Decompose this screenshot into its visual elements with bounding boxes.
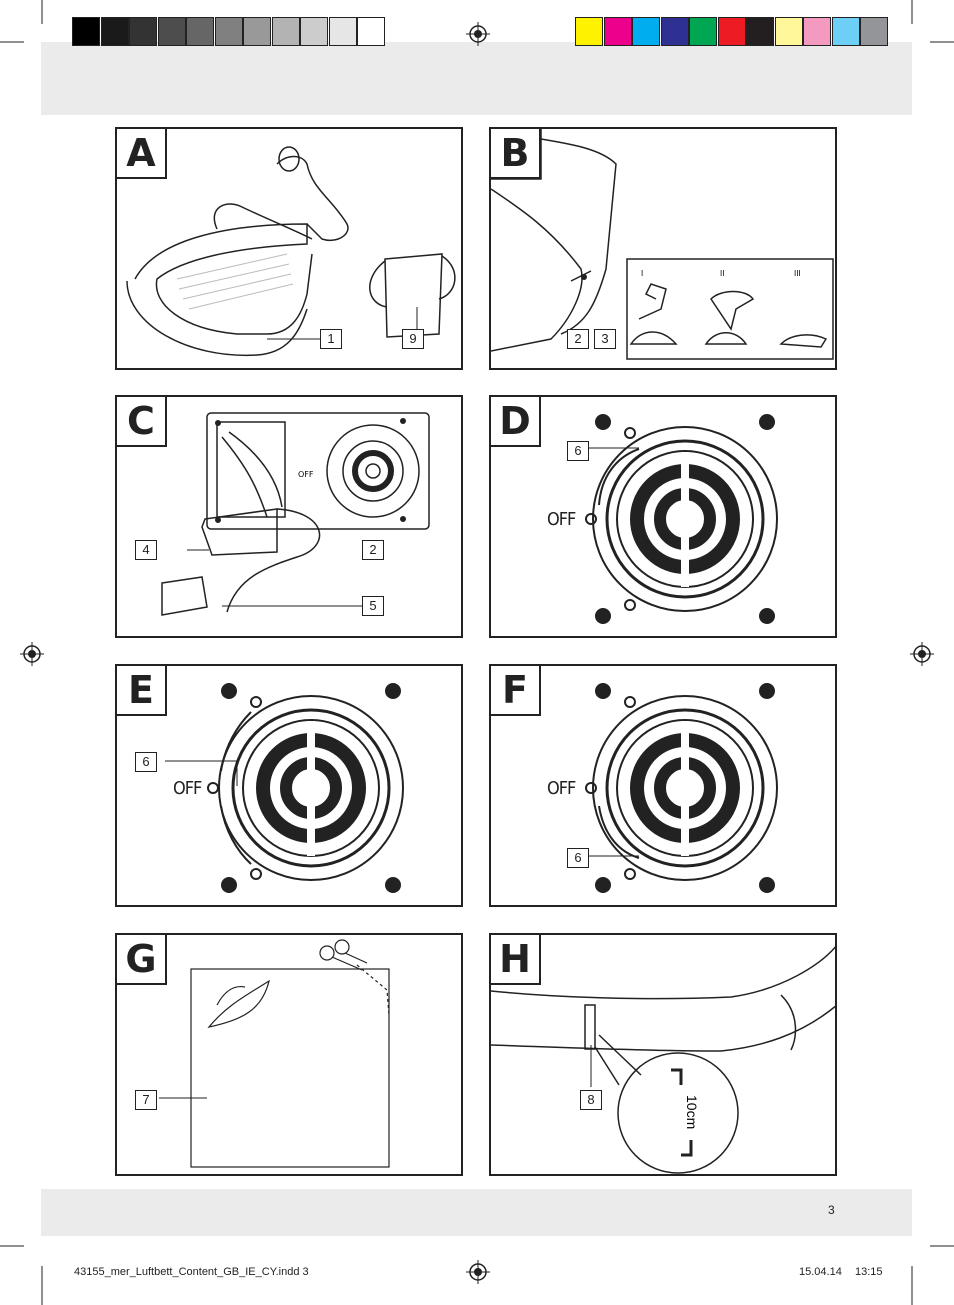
panel-letter: H	[491, 935, 541, 985]
callout-6: 6	[567, 441, 589, 461]
off-label: OFF	[298, 470, 314, 479]
grayscale-swatch	[271, 17, 300, 46]
grayscale-swatch	[328, 17, 357, 46]
panel-a: A 1 9	[115, 127, 463, 370]
grayscale-swatch	[300, 17, 328, 46]
illustration-unrolling-mattress	[126, 146, 456, 357]
stage-label-2: II	[720, 269, 724, 278]
off-label: OFF	[547, 509, 576, 530]
grayscale-swatch	[243, 17, 271, 46]
grayscale-swatch	[157, 17, 186, 46]
page-number: 3	[828, 1203, 835, 1217]
panel-d: D 6 OFF	[489, 395, 837, 638]
callout-7: 7	[135, 1090, 157, 1110]
callout-1: 1	[320, 329, 342, 349]
stage-label-3: III	[794, 269, 801, 278]
panel-g: G 7	[115, 933, 463, 1176]
callout-5: 5	[362, 596, 384, 616]
process-swatch	[831, 17, 860, 46]
footer-time: 13:15	[855, 1266, 883, 1278]
callout-2: 2	[567, 329, 589, 349]
callout-8: 8	[580, 1090, 602, 1110]
process-swatch	[746, 17, 774, 46]
illustration-dial-deflate	[585, 683, 778, 893]
panel-letter: G	[117, 935, 167, 985]
illustration-ruler-marking: 10cm	[491, 946, 835, 1174]
process-swatch	[717, 17, 746, 46]
panel-c: OFF C 4 2 5	[115, 395, 463, 638]
grayscale-swatch	[129, 17, 157, 46]
callout-2: 2	[362, 540, 384, 560]
off-label: OFF	[173, 778, 202, 799]
illustration-dial-off	[165, 683, 404, 893]
process-swatch	[632, 17, 660, 46]
panel-f: F 6 OFF	[489, 664, 837, 907]
off-label: OFF	[547, 778, 576, 799]
panel-letter: D	[491, 397, 541, 447]
registration-mark-right-icon	[910, 642, 934, 666]
illustration-dial-inflate	[585, 414, 778, 624]
process-swatch	[689, 17, 717, 46]
process-swatch	[660, 17, 689, 46]
illustration-pump-and-plug: OFF	[161, 412, 430, 616]
process-swatch	[803, 17, 831, 46]
process-swatch	[860, 17, 888, 46]
process-swatch	[575, 17, 603, 46]
registration-mark-left-icon	[20, 642, 44, 666]
grayscale-swatch	[357, 17, 385, 46]
grayscale-swatch	[186, 17, 214, 46]
grayscale-swatch	[100, 17, 129, 46]
grayscale-swatch	[72, 17, 100, 46]
illustration-repair-patch	[159, 939, 390, 1168]
panel-e: E 6 OFF	[115, 664, 463, 907]
panel-b: I II III B 2 3	[489, 127, 837, 370]
process-swatch	[774, 17, 803, 46]
panel-letter: A	[117, 129, 167, 179]
grayscale-swatch	[214, 17, 243, 46]
callout-9: 9	[402, 329, 424, 349]
ruler-label: 10cm	[684, 1095, 700, 1129]
registration-mark-bottom-icon	[466, 1260, 490, 1284]
footer-band	[41, 1189, 912, 1236]
footer-filename: 43155_mer_Luftbett_Content_GB_IE_CY.indd…	[74, 1266, 309, 1278]
panel-h: 10cm H 8	[489, 933, 837, 1176]
panel-letter: E	[117, 666, 167, 716]
panel-letter: F	[491, 666, 541, 716]
illustration-valve-location: I II III	[491, 129, 834, 360]
callout-6: 6	[567, 848, 589, 868]
callout-6: 6	[135, 752, 157, 772]
callout-4: 4	[135, 540, 157, 560]
stage-label-1: I	[641, 269, 643, 278]
callout-3: 3	[594, 329, 616, 349]
footer-date: 15.04.14	[799, 1266, 842, 1278]
registration-mark-top-icon	[466, 22, 490, 46]
process-swatch	[603, 17, 632, 46]
header-band	[41, 42, 912, 115]
panel-letter: B	[491, 129, 541, 179]
panel-letter: C	[117, 397, 167, 447]
